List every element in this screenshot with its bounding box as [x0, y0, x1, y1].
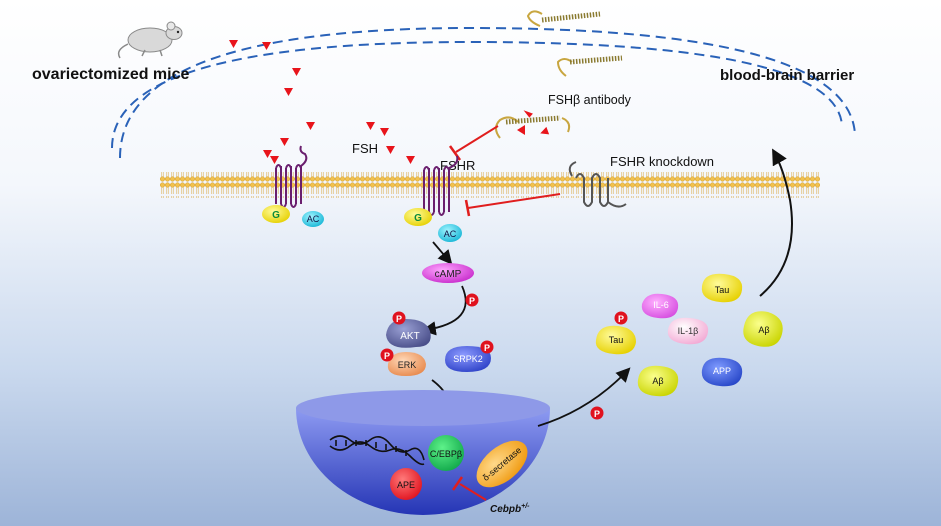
camp-label: cAMP: [435, 269, 462, 280]
erk-label: ERK: [398, 360, 417, 370]
bbb-outer-arc: [119, 26, 856, 159]
cebpb-inhibition-bar: [451, 476, 464, 491]
erk-node: [387, 352, 426, 376]
g-protein-1-label: G: [272, 210, 280, 221]
camp-node: [422, 263, 474, 283]
ac-enzyme-1-label: AC: [307, 214, 320, 224]
srpk2-label: SRPK2: [453, 354, 483, 364]
phospho-srpk2-label: P: [484, 343, 490, 353]
fsh-molecules: [229, 40, 415, 164]
fsh-antibody-label: FSHβ antibody: [548, 93, 632, 107]
phospho-free-label: P: [594, 409, 600, 419]
g-protein-2: [404, 208, 432, 226]
arrow-to-products: [537, 367, 631, 427]
arrow-to-akt: [421, 285, 467, 336]
arrow-to-bbb: [759, 148, 793, 297]
phospho-camp-label: P: [469, 296, 475, 306]
cebpb-genotype-label: Cebpb+/-: [490, 503, 530, 515]
tau-left-label: Tau: [609, 335, 624, 345]
ac-enzyme-2: [438, 224, 462, 242]
phospho-camp: [465, 293, 479, 307]
bbb-inner-arc: [111, 40, 843, 149]
cebpb-nuclear-label: C/EBPβ: [430, 449, 462, 459]
akt-label: AKT: [400, 331, 419, 342]
fshr-knockdown-label: FSHR knockdown: [610, 154, 714, 169]
arrow-to-camp: [432, 241, 453, 265]
antibody-inhibition-bar: [448, 145, 462, 161]
antibody-icon-bound: [495, 110, 571, 139]
app-node: [701, 357, 743, 387]
cebpb-nuclear-node: [428, 435, 464, 471]
cebpb-inhibition-line: [459, 483, 487, 501]
abeta-center-node: [637, 365, 679, 397]
knockdown-inhibition-bar: [464, 199, 471, 217]
g-protein-2-label: G: [414, 213, 422, 224]
ac-enzyme-2-label: AC: [444, 229, 457, 239]
phospho-srpk2: [480, 340, 494, 354]
phospho-akt: [392, 311, 406, 325]
app-label: APP: [713, 366, 731, 376]
tau-top-node: [701, 273, 743, 303]
antibody-icon-top: [526, 10, 601, 27]
tau-left-node: [595, 325, 636, 355]
nucleus-top: [296, 390, 550, 426]
phospho-free: [590, 406, 604, 420]
il6-node: [641, 293, 679, 319]
il1b-label: IL-1β: [678, 326, 699, 336]
fshr-receptor-1: [275, 145, 308, 208]
ac-enzyme-1: [302, 211, 324, 227]
abeta-right-node: [743, 311, 783, 347]
phospho-erk-label: P: [384, 351, 390, 361]
phospho-erk: [380, 348, 394, 362]
il6-label: IL-6: [653, 300, 669, 310]
abeta-right-label: Aβ: [758, 325, 769, 335]
knockdown-inhibition-line: [467, 193, 561, 209]
phospho-akt-label: P: [396, 314, 402, 324]
fshr-receptor-2: [423, 155, 459, 216]
cell-membrane: [160, 172, 820, 198]
il1b-node: [667, 317, 709, 345]
antibody-icon-middle: [556, 55, 623, 77]
g-protein-1: [262, 205, 290, 223]
mouse-icon: [117, 21, 183, 59]
bbb-label: blood-brain barrier: [720, 67, 854, 84]
knockdown-receptor: [568, 161, 627, 208]
dna-strand-icon: [329, 435, 425, 466]
antibody-inhibition-line: [455, 125, 499, 153]
srpk2-node: [445, 346, 491, 372]
ovariectomized-mice-label: ovariectomized mice: [32, 66, 190, 83]
fsh-label: FSH: [352, 141, 378, 156]
tau-top-label: Tau: [715, 285, 730, 295]
phospho-tau: [614, 311, 628, 325]
akt-node: [386, 319, 431, 348]
nucleus: [296, 408, 550, 515]
phospho-tau-label: P: [618, 314, 624, 324]
ape-label: APE: [397, 480, 415, 490]
abeta-center-label: Aβ: [652, 376, 663, 386]
ape-node: [390, 468, 422, 500]
